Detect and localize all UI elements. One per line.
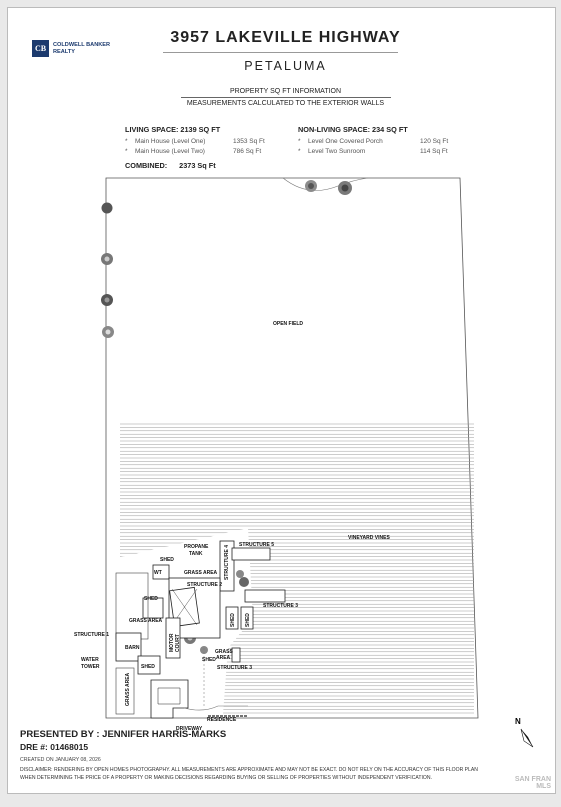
property-address: 3957 LAKEVILLE HIGHWAY [170, 29, 401, 46]
structure-3b-label: STRUCTURE 3 [217, 665, 252, 671]
shed-low-outline [137, 655, 161, 675]
structure-3a-label: STRUCTURE 3 [263, 603, 298, 609]
water-label: WATER [81, 657, 99, 663]
tree-icon [101, 294, 113, 306]
grass-mid-label-2: AREA [216, 655, 231, 661]
shed-b-label: SHED [245, 613, 251, 627]
floor-plan-sheet: CB COLDWELL BANKER REALTY 3957 LAKEVILLE… [7, 7, 556, 794]
barn-label: BARN [125, 645, 140, 651]
shed-left-label: SHED [144, 596, 158, 602]
tank-label: TANK [189, 551, 203, 557]
title-divider [163, 52, 398, 53]
tower-label: TOWER [81, 664, 100, 670]
open-field-label: OPEN FIELD [273, 321, 303, 327]
info-subheading: MEASUREMENTS CALCULATED TO THE EXTERIOR … [186, 100, 385, 107]
court-label: COURT [175, 634, 181, 652]
residence-label: RESIDENCE [207, 717, 237, 723]
residence-outline [150, 679, 189, 719]
living-item: *Main House (Level One)1353 Sq Ft [125, 138, 265, 145]
grass-mid-label-1: GRASS [215, 649, 233, 655]
disclaimer-text: DISCLAIMER: RENDERING BY OPEN HOMES PHOT… [20, 767, 478, 781]
barn-outline [115, 632, 142, 662]
wt-label: WT [154, 570, 162, 576]
grass-vert-area [115, 667, 135, 715]
tree-icon [102, 326, 114, 338]
property-boundary [105, 177, 479, 719]
driveway-path [183, 705, 248, 711]
nonliving-space-block: NON-LIVING SPACE: 234 SQ FT *Level One C… [298, 125, 448, 157]
shed-top-label: SHED [160, 557, 174, 563]
combined-total: COMBINED: 2373 Sq Ft [125, 161, 216, 170]
living-heading: LIVING SPACE: 2139 SQ FT [125, 125, 221, 134]
combined-value: 2373 Sq Ft [179, 161, 216, 170]
site-plan: OPEN FIELD VINEYARD VINES PROPANE TANK S… [74, 177, 479, 732]
road-curve [282, 177, 369, 191]
presented-by: PRESENTED BY : JENNIFER HARRIS-MARKS [20, 729, 227, 740]
tree-icon [239, 577, 249, 587]
living-space-block: LIVING SPACE: 2139 SQ FT *Main House (Le… [125, 125, 265, 157]
combined-label: COMBINED: [125, 161, 168, 170]
cb-logo-icon: CB [32, 40, 49, 57]
logo-line2: REALTY [53, 48, 75, 55]
propane-label: PROPANE [184, 544, 209, 550]
driveway-label: DRIVEWAY [176, 726, 203, 732]
structure-3-outline [244, 589, 286, 603]
living-item: *Main House (Level Two)786 Sq Ft [125, 148, 262, 155]
structure-4-outline [219, 540, 235, 592]
structure-3b-outline [231, 647, 241, 663]
created-date: CREATED ON JANUARY 08, 2026 [20, 757, 101, 763]
brand-logo: CB COLDWELL BANKER REALTY [32, 40, 110, 57]
tree-icon [101, 202, 113, 214]
motor-label: MOTOR [169, 633, 175, 652]
vineyard-label: VINEYARD VINES [348, 535, 390, 541]
grass-left-label: GRASS AREA [129, 618, 163, 624]
nonliving-heading: NON-LIVING SPACE: 234 SQ FT [298, 125, 408, 134]
info-heading: PROPERTY SQ FT INFORMATION [229, 88, 342, 95]
shed-a-outline [225, 606, 239, 630]
tree-icon [305, 180, 317, 192]
shed-a-label: SHED [230, 613, 236, 627]
mls-watermark: SAN FRAN MLS [514, 776, 551, 790]
dre-number: DRE #: 01468015 [20, 742, 89, 752]
motor-court-outline [165, 617, 181, 659]
shed-low-label: SHED [141, 664, 155, 670]
tree-icon [101, 253, 113, 265]
shed-mid-label: SHED [202, 657, 216, 663]
logo-line1: COLDWELL BANKER [53, 41, 111, 48]
north-label: N [515, 717, 521, 726]
info-divider [180, 97, 391, 98]
tree-icon [338, 181, 352, 195]
structure-5-label: STRUCTURE 5 [239, 542, 274, 548]
shed-top-outline [152, 564, 170, 580]
structure-4-label: STRUCTURE 4 [224, 545, 230, 580]
property-city: PETALUMA [244, 59, 327, 73]
north-arrow-icon: N [515, 715, 541, 756]
sqft-info-header: PROPERTY SQ FT INFORMATION MEASUREMENTS … [138, 88, 433, 107]
tree-icon [236, 570, 244, 578]
structure-5-outline [231, 547, 271, 561]
structure-1-label: STRUCTURE 1 [74, 632, 109, 638]
shed-b-outline [240, 606, 254, 630]
structure-2-label: STRUCTURE 2 [187, 582, 222, 588]
grass-top-label: GRASS AREA [184, 570, 218, 576]
grass-vert-label: GRASS AREA [125, 672, 131, 706]
